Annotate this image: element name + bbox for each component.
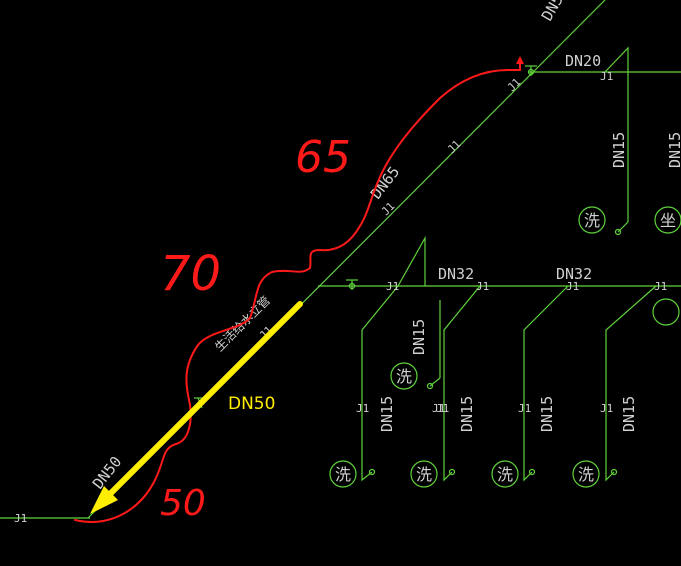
- sink-fixture-3: [491, 460, 519, 488]
- label-dn15-d: DN15: [620, 396, 638, 432]
- branch-pipe-1: [361, 285, 399, 482]
- label-dn15-right-edge: DN15: [666, 132, 681, 168]
- j1-tag: J1: [356, 402, 369, 415]
- sink-glyph: 洗: [335, 465, 351, 484]
- sink-glyph: 洗: [396, 367, 412, 386]
- j1-tag: J1: [379, 200, 398, 219]
- j1-tag: J1: [436, 402, 449, 415]
- label-dn15-vertical: DN15: [410, 319, 428, 355]
- j1-tag: J1: [505, 76, 524, 95]
- label-dn50-yellow: DN50: [228, 394, 275, 414]
- red-arrowhead: [516, 56, 524, 64]
- j1-tag: J1: [654, 280, 667, 293]
- floor-fixture: [654, 206, 681, 234]
- red-markup-curve: [74, 69, 521, 523]
- branch-pipe-2: [443, 285, 481, 482]
- handwritten-50: 50: [160, 483, 206, 524]
- handwritten-marks: 65 70 50: [160, 132, 351, 524]
- j1-tags: J1 J1 J1 J1 J1 J1 J1 J1 J1 J1 J1 J1 J1 J…: [14, 70, 667, 525]
- label-dn-top-right: DN5: [538, 0, 567, 24]
- j1-tag: J1: [432, 402, 445, 415]
- label-dn32-a: DN32: [438, 265, 474, 283]
- yellow-arrowhead: [90, 486, 118, 514]
- sink-fixture-4: [572, 460, 600, 488]
- handwritten-65: 65: [295, 132, 351, 183]
- sink-glyph: 洗: [416, 465, 432, 484]
- label-dn15-main: DN15: [610, 132, 628, 168]
- label-dn15-c: DN15: [538, 396, 556, 432]
- sink-glyph: 洗: [578, 465, 594, 484]
- label-dn20: DN20: [565, 52, 601, 70]
- yellow-highlight-arrow: [90, 301, 303, 514]
- sink-fixture-upper: [578, 206, 606, 234]
- floor-glyph: 坐: [660, 211, 676, 230]
- sink-fixture-2: [410, 460, 438, 488]
- sink-fixture-1: [329, 460, 357, 488]
- fixture-glyphs: 洗 坐 洗 洗 洗 洗 洗: [335, 211, 676, 484]
- pipe-network: [0, 0, 681, 519]
- fixture-partial-right: [652, 298, 680, 326]
- sink-glyph: 洗: [497, 465, 513, 484]
- branch-pipe-4: [605, 285, 657, 482]
- label-dn15-a: DN15: [378, 396, 396, 432]
- j1-tag: J1: [476, 280, 489, 293]
- branch-pipe-3: [523, 285, 569, 482]
- handwritten-70: 70: [160, 246, 221, 302]
- j1-tag: J1: [600, 402, 613, 415]
- label-dn15-b: DN15: [458, 396, 476, 432]
- label-dn32-b: DN32: [556, 265, 592, 283]
- j1-tag-bottom: J1: [14, 512, 27, 525]
- dn32-riser: [397, 235, 426, 287]
- j1-tag: J1: [386, 280, 399, 293]
- j1-tag: J1: [518, 402, 531, 415]
- j1-tag: J1: [445, 138, 464, 157]
- sink-fixture-mid: [390, 362, 418, 390]
- dn20-riser: [604, 46, 629, 73]
- sink-glyph: 洗: [584, 211, 600, 230]
- j1-tag: J1: [600, 70, 613, 83]
- red-markup: [74, 59, 521, 523]
- j1-tag: J1: [566, 280, 579, 293]
